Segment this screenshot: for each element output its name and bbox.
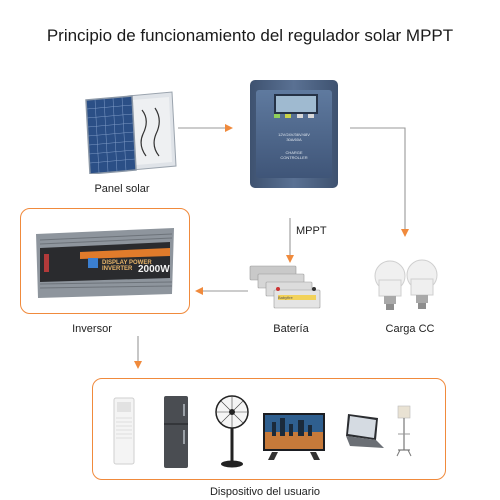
refrigerator-icon [160, 394, 192, 470]
air-conditioner-icon [110, 396, 138, 468]
battery-image: Babyfire [248, 262, 324, 314]
battery-brand-text: Babyfire [278, 295, 293, 300]
inverter-frame [20, 208, 190, 314]
television-icon [262, 412, 326, 462]
lcd-screen [274, 94, 318, 114]
diagram-title: Principio de funcionamiento del regulado… [46, 26, 454, 45]
inverter-banner: DISPLAY POWER INVERTER [102, 260, 152, 272]
inverter-label: Inversor [72, 323, 112, 335]
mppt-label: MPPT [296, 225, 327, 237]
solar-panel-image [80, 90, 180, 175]
user-device-label: Dispositivo del usuario [209, 486, 321, 498]
dc-load-bulbs-image [372, 258, 440, 312]
inverter-power-text: 2000W [138, 264, 170, 275]
user-devices-frame [92, 378, 446, 480]
fan-icon [212, 394, 252, 470]
solar-panel-label: Panel solar [94, 183, 150, 195]
inverter-image: DISPLAY POWER INVERTER 2000W [34, 224, 176, 300]
controller-current-text: 30A/60A [286, 137, 302, 142]
lamp-icon [393, 404, 415, 458]
arrow-controller-to-dc-load [350, 127, 409, 237]
controller-charge-text: CHARGE [285, 150, 303, 155]
controller-controller-text: CONTROLLER [280, 155, 308, 160]
battery-label: Batería [273, 323, 309, 335]
mppt-charge-controller: 12V/24V/36V/48V 30A/60A CHARGE CONTROLLE… [250, 80, 338, 188]
controller-voltage-text: 12V/24V/36V/48V [278, 132, 310, 137]
laptop-icon [340, 412, 386, 452]
dc-load-label: Carga CC [385, 323, 435, 335]
